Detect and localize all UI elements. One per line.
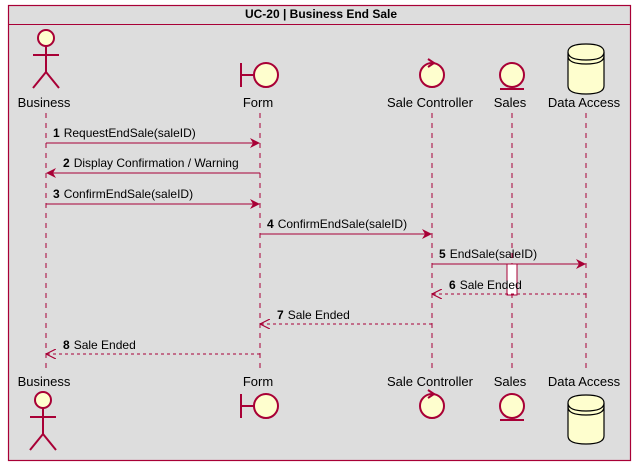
message-label: ConfirmEndSale(saleID): [278, 217, 407, 231]
message-number: 5: [439, 247, 446, 261]
message-label: ConfirmEndSale(saleID): [64, 187, 193, 201]
entity-icon: [499, 62, 525, 90]
message-number: 4: [267, 217, 274, 231]
diagram-frame: [7, 4, 632, 462]
lifelines: [45, 113, 587, 372]
frame-title: UC-20 | Business End Sale: [245, 7, 397, 21]
actor-icon: [32, 29, 60, 89]
participant-label-business: Business: [18, 95, 71, 110]
message-label: EndSale(saleID): [450, 247, 537, 261]
actor-icon: [29, 391, 57, 451]
boundary-icon: [240, 62, 279, 88]
participant-label-form: Form: [243, 95, 273, 110]
message-5: 5 EndSale(saleID): [432, 247, 586, 269]
database-icon: [567, 43, 605, 95]
message-7: 7 Sale Ended: [261, 308, 432, 324]
participant-label-sales-bottom: Sales: [494, 374, 527, 389]
participant-label-controller: Sale Controller: [387, 95, 474, 110]
message-number: 7: [277, 308, 284, 322]
message-label: Display Confirmation / Warning: [74, 156, 239, 170]
message-label: Sale Ended: [460, 278, 522, 292]
message-number: 8: [63, 338, 70, 352]
participant-label-business-bottom: Business: [18, 374, 71, 389]
boundary-icon: [240, 393, 279, 419]
message-1: 1 RequestEndSale(saleID): [46, 126, 260, 148]
control-icon: [419, 58, 445, 88]
message-4: 4 ConfirmEndSale(saleID): [260, 217, 432, 239]
participant-label-data-access: Data Access: [548, 95, 621, 110]
message-number: 6: [449, 278, 456, 292]
message-label: Sale Ended: [288, 308, 350, 322]
participant-label-data-access-bottom: Data Access: [548, 374, 621, 389]
message-8: 8 Sale Ended: [47, 338, 260, 354]
control-icon: [419, 389, 445, 419]
message-label: RequestEndSale(saleID): [64, 126, 196, 140]
message-number: 3: [53, 187, 60, 201]
message-number: 2: [63, 156, 70, 170]
participant-label-controller-bottom: Sale Controller: [387, 374, 474, 389]
database-icon: [567, 394, 605, 445]
message-label: Sale Ended: [74, 338, 136, 352]
message-2: 2 Display Confirmation / Warning: [46, 156, 260, 178]
participant-label-sales: Sales: [494, 95, 527, 110]
message-3: 3 ConfirmEndSale(saleID): [46, 187, 260, 209]
message-number: 1: [53, 126, 60, 140]
participant-label-form-bottom: Form: [243, 374, 273, 389]
message-6: 6 Sale Ended: [433, 278, 586, 294]
entity-icon: [499, 393, 525, 421]
